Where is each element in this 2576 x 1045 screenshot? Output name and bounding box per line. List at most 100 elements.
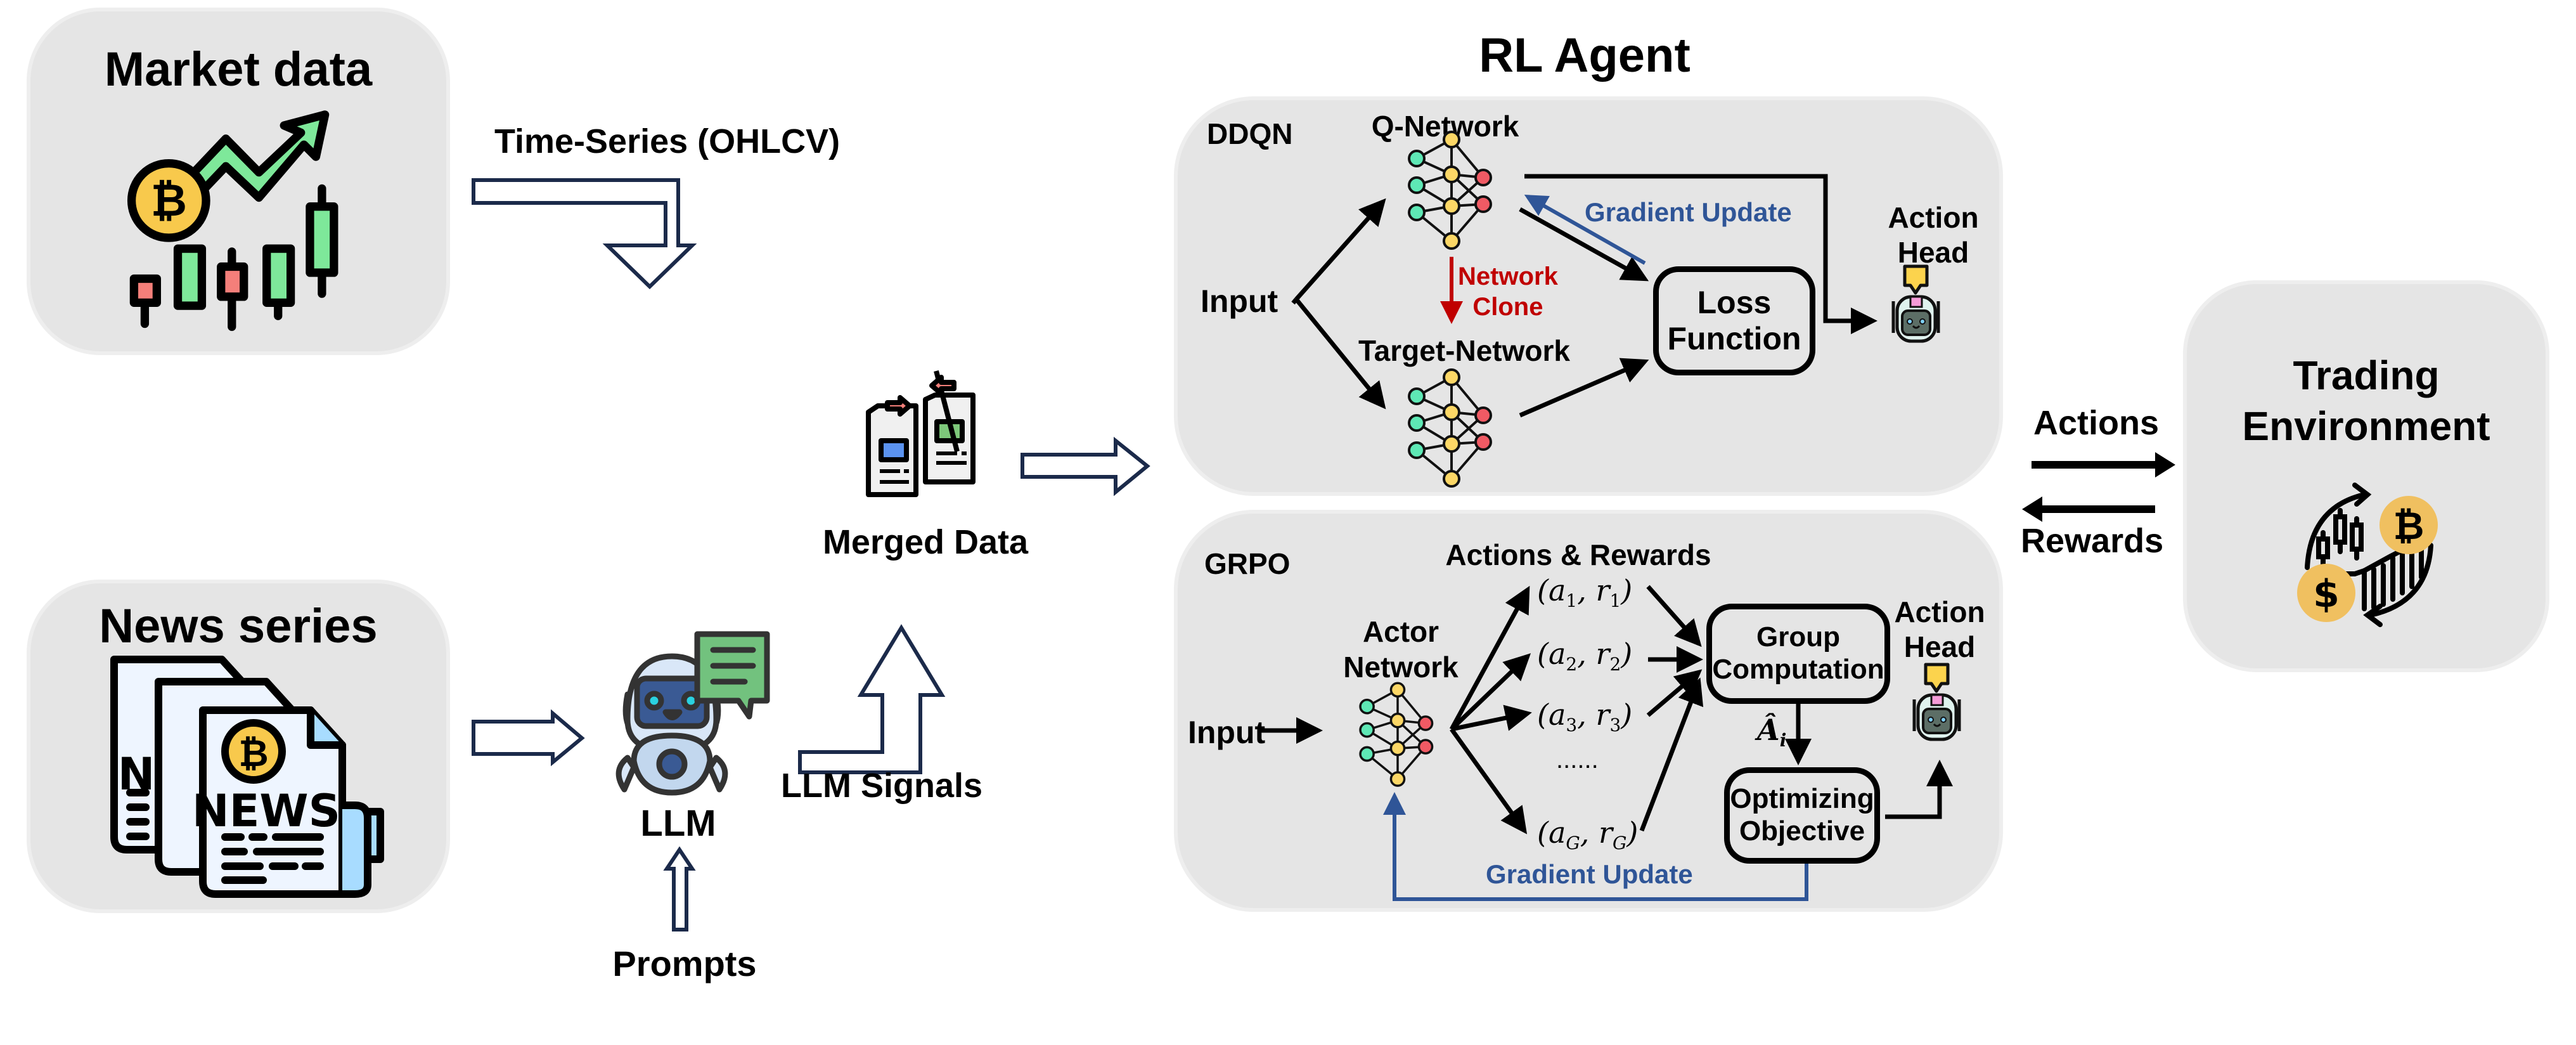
merged-data-label: Merged Data <box>822 523 1029 561</box>
market-chart-icon: ₿ <box>127 110 338 331</box>
input-junction <box>1291 297 1298 305</box>
arrow-grpo-gradient-update <box>1383 792 1808 901</box>
hidden-node <box>1443 368 1460 386</box>
input-node <box>1359 698 1375 715</box>
arrow-input-to-q <box>1294 198 1386 301</box>
arrow-q-to-action-head <box>1524 174 1877 334</box>
news-series-title: News series <box>99 599 378 653</box>
group-computation-label: Group Computation <box>1712 621 1884 685</box>
llm-robot-icon <box>615 631 770 796</box>
pair-2: (a2, r2) <box>1537 637 1633 675</box>
network-clone-label: Network Clone <box>1458 263 1558 321</box>
llm-signals-label: LLM Signals <box>781 767 983 805</box>
rewards-arrowhead-icon <box>2022 497 2042 522</box>
q-network-icon <box>1408 131 1492 250</box>
output-node <box>1474 169 1492 186</box>
hidden-node <box>1443 232 1460 250</box>
hidden-node <box>1443 197 1460 215</box>
input-node <box>1408 414 1426 432</box>
ddqn-label: DDQN <box>1207 117 1293 150</box>
input-node <box>1359 722 1375 738</box>
arrow-input-to-target <box>1294 297 1386 410</box>
arrow-actor-to-pairG <box>1450 727 1528 834</box>
arrow-pair1-to-group <box>1646 585 1702 647</box>
ddqn-action-head-label: Action Head <box>1888 201 1979 269</box>
pair-g: (aG, rG) <box>1537 815 1639 854</box>
output-node <box>1474 433 1492 451</box>
arrow-actor-to-pair3 <box>1451 704 1532 732</box>
input-node <box>1408 150 1426 167</box>
hidden-node <box>1389 682 1406 698</box>
input-node <box>1359 746 1375 762</box>
time-series-label: Time-Series (OHLCV) <box>494 122 840 160</box>
hidden-node <box>1443 470 1460 488</box>
market-data-title: Market data <box>104 42 373 96</box>
grpo-gradient-update-label: Gradient Update <box>1486 859 1693 889</box>
llm-signals-arrow <box>798 624 946 774</box>
actor-network-label: Actor Network <box>1343 615 1459 684</box>
hidden-node <box>1443 403 1460 421</box>
svg-text:N: N <box>118 748 155 800</box>
output-node <box>1474 406 1492 424</box>
input-node <box>1408 387 1426 405</box>
target-network-label: Target-Network <box>1358 334 1570 367</box>
rewards-label: Rewards <box>2021 522 2164 560</box>
pair-1: (a1, r1) <box>1537 573 1633 612</box>
arrow-ddqn-gradient-update <box>1524 195 1646 265</box>
merged-data-icon <box>866 370 976 497</box>
pair-3: (a3, r3) <box>1537 698 1633 736</box>
grpo-action-head-label: Action Head <box>1894 595 1985 664</box>
time-series-arrow <box>472 178 697 290</box>
loss-function-box: Loss Function <box>1653 266 1815 375</box>
hidden-node <box>1443 131 1460 148</box>
group-computation-box: Group Computation <box>1706 604 1890 704</box>
actor-network-icon <box>1359 682 1434 787</box>
pairs-ellipsis: ...... <box>1556 746 1599 774</box>
arrow-q-to-loss <box>1519 207 1649 282</box>
hidden-node <box>1389 712 1406 729</box>
ddqn-gradient-update-label: Gradient Update <box>1585 197 1792 227</box>
hidden-node <box>1389 771 1406 787</box>
grpo-label: GRPO <box>1204 547 1291 580</box>
news-to-llm-arrow <box>472 709 585 767</box>
grpo-input-label: Input <box>1188 715 1266 750</box>
input-node <box>1408 204 1426 221</box>
actions-arrowhead-icon <box>2155 452 2175 477</box>
ddqn-input-label: Input <box>1201 283 1278 319</box>
svg-text:NEWS: NEWS <box>192 785 340 837</box>
input-node <box>1408 441 1426 459</box>
output-node <box>1417 739 1434 755</box>
output-node <box>1417 715 1434 731</box>
arrow-actor-to-pair1 <box>1449 585 1530 730</box>
optimizing-objective-box: Optimizing Objective <box>1724 767 1880 864</box>
arrow-target-to-loss <box>1519 358 1649 418</box>
news-papers-icon: ₿ NEWS N <box>110 656 384 898</box>
trading-environment-title: Trading Environment <box>2242 353 2490 449</box>
svg-text:$: $ <box>2313 572 2340 616</box>
llm-label: LLM <box>640 803 716 844</box>
grpo-action-head-robot-icon <box>1912 663 1961 741</box>
svg-text:₿: ₿ <box>2393 504 2425 548</box>
merged-to-agent-arrow <box>1021 436 1150 497</box>
prompts-label: Prompts <box>612 944 757 983</box>
rl-agent-title: RL Agent <box>1479 29 1690 82</box>
arrow-actor-to-pair2 <box>1450 653 1531 731</box>
prompts-arrow <box>663 846 696 931</box>
loss-function-label: Loss Function <box>1667 284 1801 357</box>
hidden-node <box>1443 166 1460 183</box>
arrow-objective-to-action-head <box>1885 760 1953 819</box>
optimizing-objective-label: Optimizing Objective <box>1730 783 1874 847</box>
ddqn-panel <box>1178 100 1999 492</box>
hidden-node <box>1389 740 1406 756</box>
svg-text:₿: ₿ <box>151 174 187 226</box>
actions-label: Actions <box>2033 404 2160 442</box>
arrow-pairG-to-group <box>1639 677 1704 832</box>
svg-text:₿: ₿ <box>238 732 268 775</box>
hidden-node <box>1443 435 1460 453</box>
crypto-exchange-icon: ₿ $ <box>2297 483 2438 627</box>
ddqn-action-head-robot-icon <box>1891 264 1940 343</box>
input-node <box>1408 176 1426 194</box>
